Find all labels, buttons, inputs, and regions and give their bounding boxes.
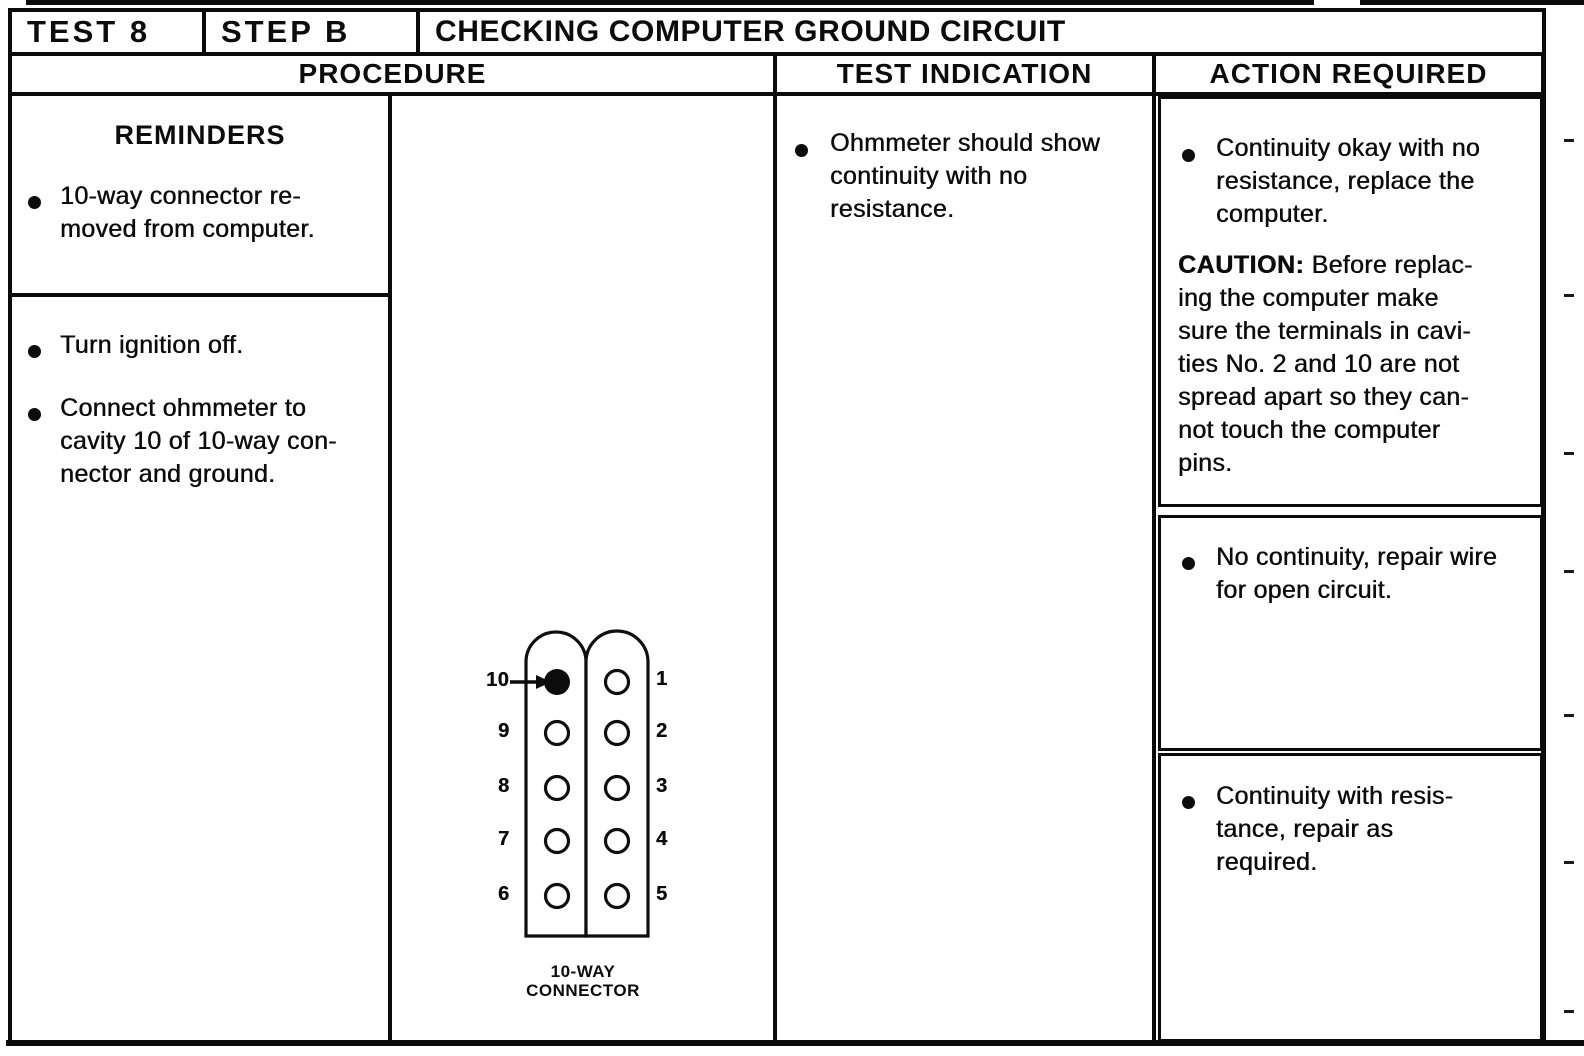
testindication-action-divider	[1152, 96, 1156, 1040]
margin-tick	[1564, 139, 1574, 142]
test-indication-item: Ohmmeter should show continuity with no …	[830, 129, 1101, 223]
table-right-border	[1541, 52, 1546, 1040]
ten-way-connector-diagram	[510, 629, 650, 938]
page-title: CHECKING COMPUTER GROUND CIRCUIT	[435, 15, 1066, 48]
bullet-icon	[795, 144, 808, 157]
reminders-title: REMINDERS	[114, 120, 286, 150]
table-left-border	[8, 96, 12, 1046]
pin-label: 4	[656, 828, 668, 850]
reminder-item: 10-way connector re- moved from computer…	[60, 182, 315, 243]
pin-label: 6	[498, 883, 510, 905]
pin-label: 1	[656, 668, 668, 690]
title-cell: CHECKING COMPUTER GROUND CIRCUIT	[416, 8, 1546, 56]
connector-right-lobe	[584, 629, 650, 938]
test-number-label: TEST 8	[27, 14, 151, 49]
page-top-rule	[1360, 0, 1584, 5]
caution-note: CAUTION: Before replac- ing the computer…	[1178, 249, 1536, 480]
pin-label: 9	[498, 720, 510, 742]
test-indication-heading: TEST INDICATION	[836, 58, 1093, 89]
pin-label: 5	[656, 883, 668, 905]
action-item: Continuity with resis- tance, repair as …	[1216, 782, 1454, 876]
margin-tick	[1564, 570, 1574, 573]
margin-tick	[1564, 714, 1574, 717]
reminders-divider	[8, 293, 390, 297]
procedure-column-header: PROCEDURE	[8, 52, 777, 96]
connector-caption: 10-WAY CONNECTOR	[526, 962, 640, 1000]
caution-label: CAUTION:	[1178, 251, 1305, 279]
action-box-no-continuity	[1158, 515, 1543, 751]
action-required-column-header: ACTION REQUIRED	[1152, 52, 1545, 96]
procedure-subcolumn-divider	[388, 96, 392, 1040]
pin-label: 7	[498, 828, 510, 850]
bullet-icon	[1182, 557, 1195, 570]
arrow-icon	[510, 675, 551, 689]
bullet-icon	[28, 196, 41, 209]
margin-tick	[1564, 861, 1574, 864]
procedure-step: Connect ohmmeter to cavity 10 of 10-way …	[60, 394, 337, 488]
step-cell: STEP B	[202, 8, 420, 56]
action-item: Continuity okay with no resistance, repl…	[1216, 134, 1480, 228]
test-number-cell: TEST 8	[8, 8, 206, 56]
caution-text: Before replac- ing the computer make sur…	[1178, 251, 1473, 477]
pin-label: 10	[486, 669, 510, 691]
pin-label: 8	[498, 775, 510, 797]
procedure-testindication-divider	[773, 96, 777, 1040]
margin-tick	[1564, 294, 1574, 297]
pin-label: 2	[656, 720, 668, 742]
step-label: STEP B	[221, 14, 351, 49]
procedure-step: Turn ignition off.	[60, 331, 244, 359]
action-required-heading: ACTION REQUIRED	[1209, 58, 1488, 89]
test-indication-column-header: TEST INDICATION	[773, 52, 1156, 96]
margin-tick	[1564, 1010, 1574, 1013]
bullet-icon	[28, 345, 41, 358]
procedure-heading: PROCEDURE	[298, 58, 487, 89]
pin-10-filled	[544, 669, 570, 695]
action-box-continuity-resistance	[1158, 753, 1543, 1042]
bullet-icon	[1182, 796, 1195, 809]
action-box-continuity-ok	[1158, 96, 1543, 507]
bullet-icon	[28, 408, 41, 421]
table-bottom-border	[6, 1040, 1584, 1046]
pin-label: 3	[656, 775, 668, 797]
bullet-icon	[1182, 149, 1195, 162]
action-item: No continuity, repair wire for open circ…	[1216, 543, 1498, 604]
page-top-rule	[26, 0, 1314, 5]
margin-tick	[1564, 452, 1574, 455]
